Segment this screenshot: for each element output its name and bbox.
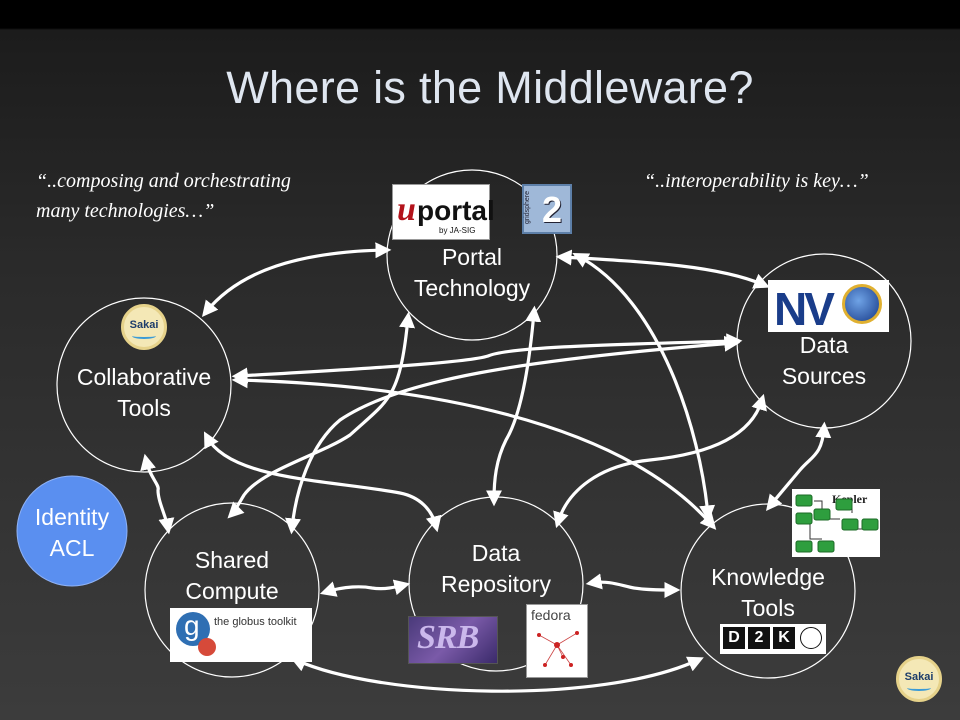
identity-circle xyxy=(16,475,128,587)
uportal-by: by JA-SIG xyxy=(439,226,476,235)
d2k-k: K xyxy=(773,627,795,649)
knowledge-tools-label: Knowledge Tools xyxy=(711,564,825,621)
arrow-portal-datasources xyxy=(555,249,770,289)
gridsphere-word: gridsphere xyxy=(524,190,532,225)
nvo-globe-icon xyxy=(842,284,882,324)
collab-label: Collaborative Tools xyxy=(76,364,212,421)
page-title: Where is the Middleware? xyxy=(226,62,754,113)
fedora-graph-icon xyxy=(537,631,579,667)
uportal-u: u xyxy=(397,191,416,228)
sakai-text: Sakai xyxy=(129,319,159,331)
globus-g: g xyxy=(184,610,200,641)
sakai-logo: Sakai xyxy=(121,304,167,350)
arrow-portal-shared xyxy=(227,311,416,519)
d2k-d: D xyxy=(723,627,745,649)
globus-logo: g the globus toolkit xyxy=(170,608,312,662)
sakai-corner-text: Sakai xyxy=(904,671,934,683)
sakai-wave-icon xyxy=(132,333,156,339)
arrow-collab-knowledge xyxy=(231,372,717,530)
arrow-collab-shared xyxy=(140,453,175,535)
globus-text: the globus toolkit xyxy=(214,616,297,628)
srb-logo: SRB xyxy=(408,616,498,664)
portal-label: Portal Technology xyxy=(413,244,531,301)
arrow-portal-collab xyxy=(201,242,392,317)
data-repository-label: Data Repository xyxy=(441,540,551,597)
nvo-text: NV xyxy=(774,283,835,335)
fedora-logo: fedora xyxy=(526,604,588,678)
identity-label: Identity ACL xyxy=(34,504,110,561)
arrow-portal-repository xyxy=(486,305,542,507)
arrow-datasources-repository xyxy=(553,393,767,529)
kepler-logo: Kepler xyxy=(792,489,880,557)
arrow-datasources-shared xyxy=(285,335,741,535)
uportal-logo: u portal by JA-SIG xyxy=(392,184,495,240)
sakai-corner-logo: Sakai xyxy=(896,656,942,702)
quote-right: “..interoperability is key…” xyxy=(644,170,869,192)
d2k-circle-icon xyxy=(800,627,822,649)
srb-text: SRB xyxy=(417,619,479,656)
fedora-text: fedora xyxy=(531,607,571,623)
quote-left: “..composing and orchestrating many tech… xyxy=(36,170,291,222)
arrow-shared-knowledge xyxy=(290,656,704,693)
d2k-logo: D 2 K xyxy=(720,624,826,654)
d2k-2: 2 xyxy=(748,627,770,649)
sakai-corner-wave-icon xyxy=(907,685,931,691)
nvo-logo: NV xyxy=(768,280,889,335)
arrows xyxy=(140,242,832,693)
gridsphere-logo: gridsphere 2 xyxy=(522,184,572,234)
uportal-word: portal xyxy=(417,195,495,226)
globus-t-icon xyxy=(198,638,216,656)
shared-compute-label: Shared Compute xyxy=(185,547,279,604)
kepler-workflow-icon xyxy=(795,494,879,553)
arrow-datasources-knowledge xyxy=(766,421,832,511)
arrow-repository-knowledge xyxy=(585,573,681,598)
data-sources-label: Data Sources xyxy=(781,332,867,389)
arrow-shared-repository xyxy=(319,579,411,597)
gridsphere-2: 2 xyxy=(542,189,563,230)
